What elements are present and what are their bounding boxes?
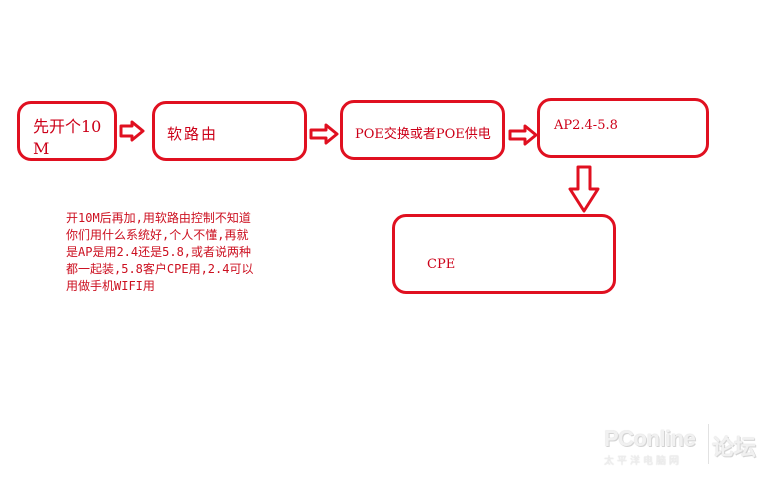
pconline-watermark: PConline 太平洋电脑网 论坛 bbox=[600, 420, 768, 480]
arrow-right-icon bbox=[309, 123, 339, 145]
arrow-right-icon bbox=[119, 120, 145, 142]
node-label: AP2.4-5.8 bbox=[554, 118, 618, 133]
annotation-note: 开10M后再加,用软路由控制不知道 你们用什么系统好,个人不懂,再就 是AP是用… bbox=[66, 211, 254, 293]
node-label: 先开个10M bbox=[33, 117, 102, 158]
watermark-forum: 论坛 bbox=[712, 436, 757, 461]
node-cpe: CPE bbox=[392, 214, 616, 294]
node-soft-router: 软路由 bbox=[152, 101, 307, 161]
watermark-logo: PConline bbox=[604, 426, 696, 451]
node-label: CPE bbox=[427, 257, 456, 272]
arrow-right-icon bbox=[508, 124, 538, 146]
arrow-down-icon bbox=[568, 165, 600, 213]
node-poe-switch: POE交换或者POE供电 bbox=[340, 100, 505, 160]
watermark-subtitle: 太平洋电脑网 bbox=[604, 456, 682, 467]
watermark-divider bbox=[708, 424, 709, 464]
node-first-10m: 先开个10M bbox=[17, 101, 117, 161]
node-label: 软路由 bbox=[167, 125, 219, 143]
node-ap: AP2.4-5.8 bbox=[537, 98, 709, 158]
node-label: POE交换或者POE供电 bbox=[355, 127, 491, 142]
